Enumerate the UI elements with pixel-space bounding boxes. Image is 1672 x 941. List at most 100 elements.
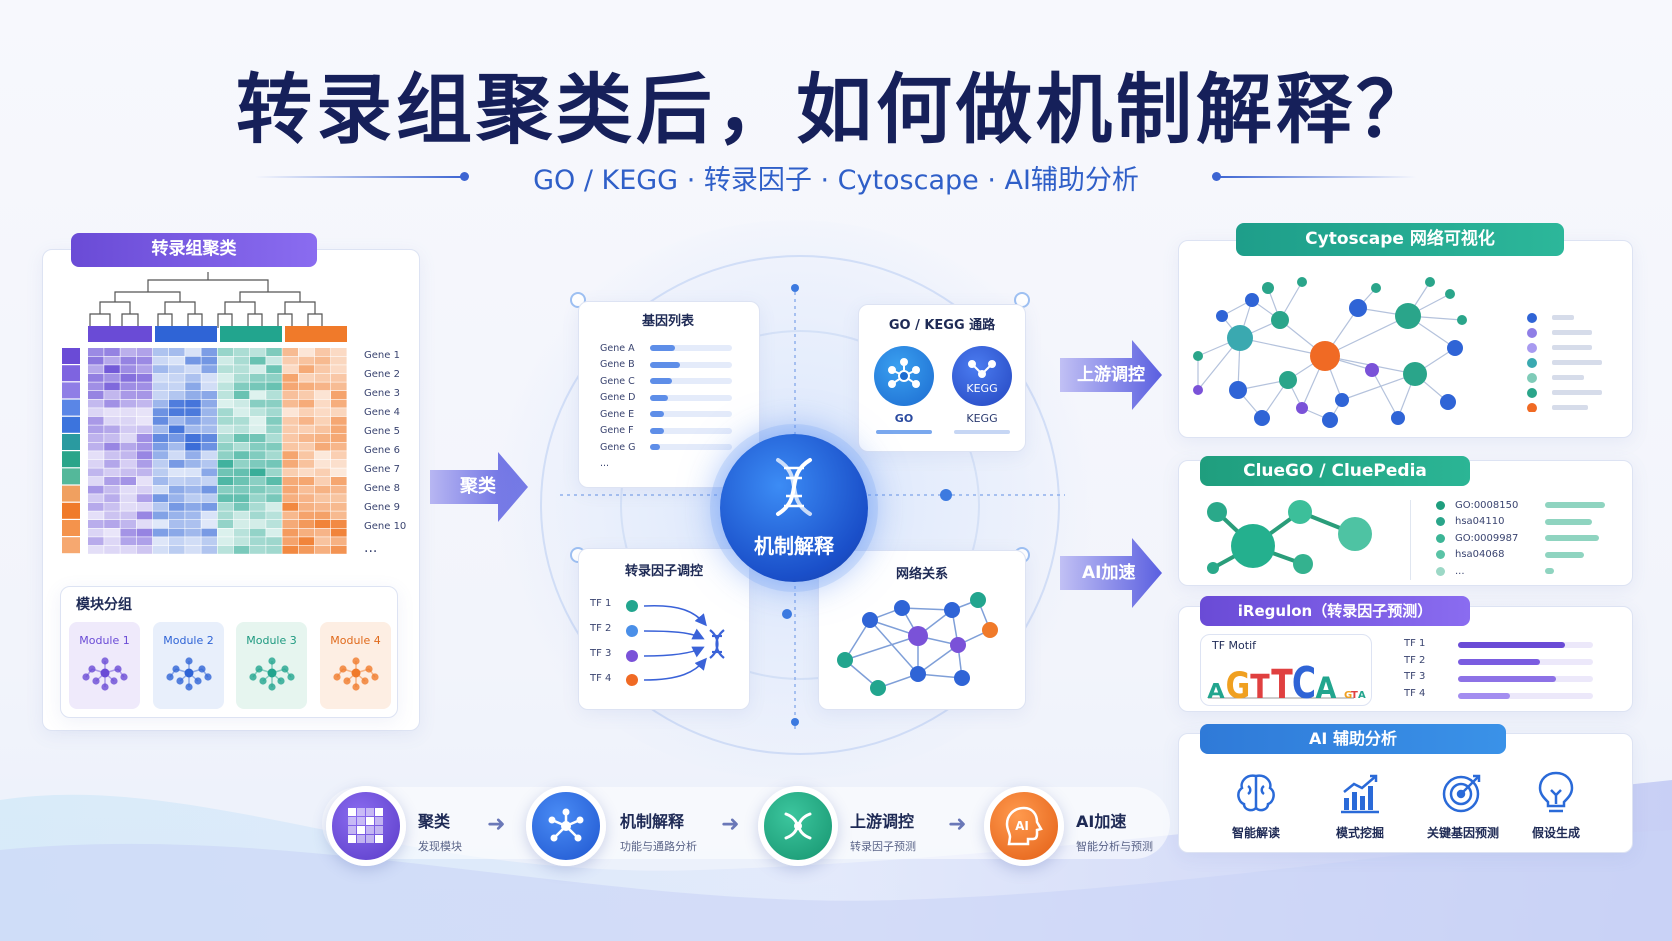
flow-step-upstream[interactable] xyxy=(758,786,838,866)
heatmap-cell xyxy=(136,511,153,520)
module-card-1[interactable]: Module 1 xyxy=(69,622,140,709)
grid-cell xyxy=(357,826,365,834)
heatmap-cell xyxy=(250,511,266,520)
network-node xyxy=(950,637,966,653)
ai-item-interpret[interactable]: 智能解读 xyxy=(1218,768,1294,841)
heatmap-cell xyxy=(88,477,104,485)
heatmap-cell xyxy=(152,477,169,485)
heatmap-cell xyxy=(282,485,298,494)
heatmap-cell xyxy=(314,416,331,425)
tf-motif-box xyxy=(1200,634,1372,706)
heatmap-cell xyxy=(136,382,153,391)
flow-step-cluster[interactable] xyxy=(326,786,406,866)
flow-arrow-icon: ➜ xyxy=(948,812,967,837)
heatmap-cell xyxy=(201,399,217,408)
network-relation-graph xyxy=(837,592,998,696)
heatmap-cell xyxy=(282,416,298,425)
module-node xyxy=(175,677,184,685)
network-node xyxy=(870,680,886,696)
grid-icon xyxy=(348,808,383,843)
network-node xyxy=(837,652,853,668)
go-icon[interactable] xyxy=(874,346,934,406)
heatmap-cell xyxy=(282,382,298,391)
upstream-arrow xyxy=(1060,340,1162,410)
row-annotation-cell xyxy=(62,365,80,382)
heatmap-cell xyxy=(201,537,217,546)
gene-list-row: Gene E xyxy=(600,406,760,423)
mechanism-core[interactable]: 机制解释 xyxy=(720,434,868,582)
cluego-term-row: GO:0009987 xyxy=(1436,530,1621,547)
grid-cell xyxy=(348,808,356,816)
heatmap-cell xyxy=(298,520,315,528)
ai-item-hypothesis[interactable]: 假设生成 xyxy=(1518,768,1594,841)
heatmap-cell xyxy=(282,502,298,511)
heatmap-cell xyxy=(298,545,315,554)
module-node xyxy=(109,677,118,685)
module-node xyxy=(254,665,263,673)
heatmap-cell xyxy=(314,442,331,451)
module-node xyxy=(203,673,212,681)
flow-step-mechanism[interactable] xyxy=(526,786,606,866)
heatmap-cell xyxy=(88,528,104,537)
heatmap-cell xyxy=(169,425,185,434)
module-card-2[interactable]: Module 2 xyxy=(153,622,224,709)
row-annotation-cell xyxy=(62,434,80,450)
heatmap-cell xyxy=(331,494,347,503)
grid-cell xyxy=(375,817,383,825)
module-card-3[interactable]: Module 3 xyxy=(236,622,307,709)
flow-title: AI加速 xyxy=(1076,812,1127,831)
heatmap-cell xyxy=(233,356,250,365)
heatmap-cell xyxy=(298,348,315,356)
heatmap-cell xyxy=(120,477,136,485)
module-node xyxy=(248,673,257,681)
module-node xyxy=(276,677,285,685)
flow-arrow-icon: ➜ xyxy=(487,812,506,837)
cluster-bar-purple xyxy=(88,326,152,342)
module-node xyxy=(338,665,347,673)
module-card-4[interactable]: Module 4 xyxy=(320,622,391,709)
flow-title: 聚类 xyxy=(418,812,451,831)
ai-item-label: 假设生成 xyxy=(1531,826,1580,840)
heatmap-cell xyxy=(120,348,136,356)
legend-swatch xyxy=(1527,343,1537,353)
ai-item-keygene[interactable]: 关键基因预测 xyxy=(1418,768,1508,841)
heatmap-cell xyxy=(136,434,153,442)
gene-bar-track xyxy=(650,361,732,368)
heatmap-cell xyxy=(217,382,234,391)
heatmap-cell xyxy=(298,408,315,417)
flow-sub: 发现模块 xyxy=(418,840,462,853)
heatmap-cell xyxy=(250,459,266,468)
gene-bar-fill xyxy=(650,411,665,418)
heatmap-cell xyxy=(104,545,120,554)
heatmap-cell xyxy=(331,477,347,485)
gene-bar-track xyxy=(650,411,732,418)
tf-motif-label: TF Motif xyxy=(1212,639,1257,652)
heatmap-cell xyxy=(217,425,234,434)
ai-assist-header: AI 辅助分析 xyxy=(1200,724,1506,754)
go-kegg-title: GO / KEGG 通路 xyxy=(888,318,996,333)
network-relation-title: 网络关系 xyxy=(895,567,948,582)
heatmap-cell xyxy=(185,348,201,356)
bottom-wave-decoration xyxy=(0,780,1672,941)
heatmap-cell xyxy=(217,485,234,494)
tf-labels: TF 1 TF 2 TF 3 TF 4 xyxy=(590,598,630,698)
heatmap-cell xyxy=(314,382,331,391)
heatmap-cell xyxy=(298,537,315,546)
motif-letter-small: G xyxy=(1344,690,1352,701)
module-node xyxy=(113,665,122,673)
ai-item-label: 模式挖掘 xyxy=(1335,826,1384,840)
flow-step-ai[interactable]: AI xyxy=(984,786,1064,866)
kegg-icon[interactable]: KEGG xyxy=(952,346,1012,406)
heatmap-cell xyxy=(331,391,347,399)
legend-swatch xyxy=(1527,313,1537,323)
gene-label: ... xyxy=(364,540,378,556)
gene-bar-fill xyxy=(650,394,669,401)
heatmap-cell xyxy=(298,373,315,382)
gene-list-label: Gene C xyxy=(600,375,635,387)
heatmap-cell xyxy=(88,520,104,528)
heatmap-cell xyxy=(120,537,136,546)
ai-item-pattern[interactable]: 模式挖掘 xyxy=(1322,768,1398,841)
heatmap-cell xyxy=(152,511,169,520)
heatmap-cell xyxy=(233,365,250,374)
heatmap-cell xyxy=(185,373,201,382)
